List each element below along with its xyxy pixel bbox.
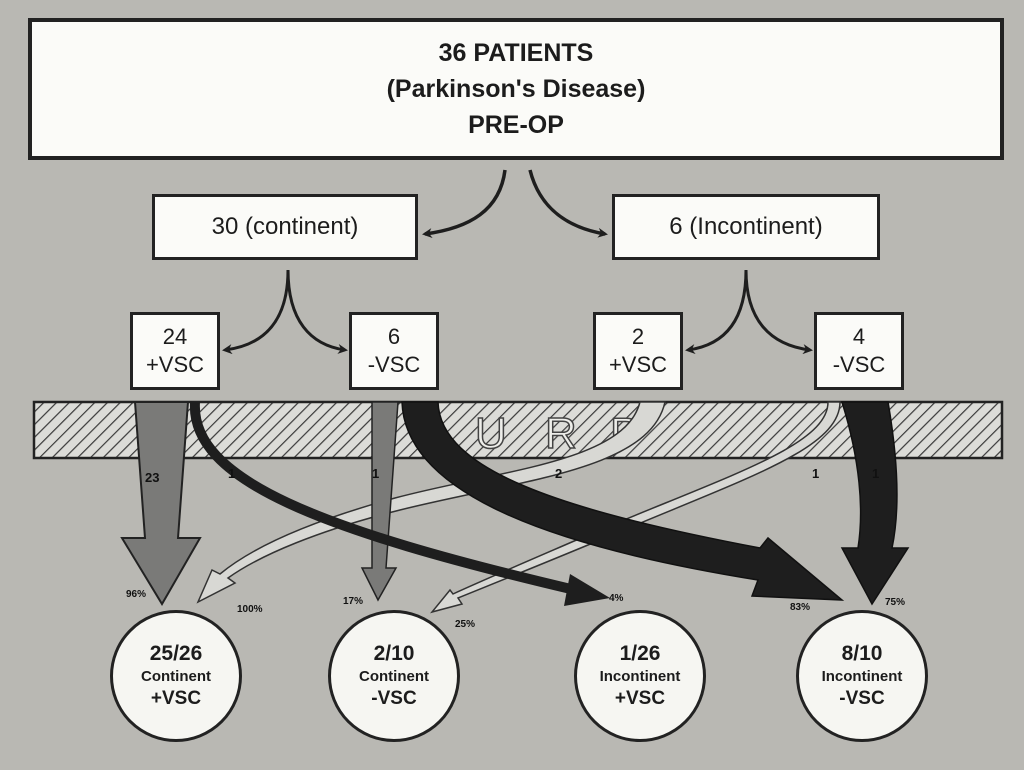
flow-arrow-light-small bbox=[429, 401, 841, 614]
subgroup-count: 24 bbox=[162, 324, 188, 349]
outcome-circle-continent-vsc-neg: 2/10 Continent -VSC bbox=[328, 610, 460, 742]
subgroup-label: +VSC bbox=[608, 352, 668, 377]
connector-continent-vsc-pos bbox=[222, 269, 290, 355]
outcome-vsc: -VSC bbox=[371, 688, 417, 709]
group-label-incontinent: 6 (Incontinent) bbox=[669, 213, 823, 240]
outcome-fraction: 8/10 bbox=[841, 642, 883, 665]
pct-label-96: 96% bbox=[126, 589, 146, 600]
subgroup-box-incontinent-vsc-pos: 2 +VSC bbox=[593, 312, 683, 390]
pct-label-75: 75% bbox=[885, 597, 905, 608]
outcome-vsc: -VSC bbox=[839, 688, 885, 709]
subgroup-count: 4 bbox=[852, 324, 866, 349]
subgroup-count: 2 bbox=[631, 324, 645, 349]
pct-label-4: 4% bbox=[609, 593, 624, 604]
subgroup-label: +VSC bbox=[145, 352, 205, 377]
connector-to-incontinent bbox=[528, 169, 608, 238]
connector-to-continent bbox=[422, 169, 507, 239]
urp-letter-r: R bbox=[545, 409, 579, 458]
outcome-fraction: 1/26 bbox=[619, 642, 661, 665]
pct-label-100: 100% bbox=[237, 604, 263, 615]
group-label-continent: 30 (continent) bbox=[211, 213, 359, 240]
count-label-23: 23 bbox=[145, 470, 159, 485]
subgroup-box-continent-vsc-pos: 24 +VSC bbox=[130, 312, 220, 390]
outcome-circle-continent-vsc-pos: 25/26 Continent +VSC bbox=[110, 610, 242, 742]
subgroup-count: 6 bbox=[387, 324, 401, 349]
urp-letter-u: U bbox=[475, 409, 509, 458]
connector-incontinent-vsc-neg bbox=[744, 269, 813, 355]
flow-arrow-medium-large bbox=[120, 401, 202, 606]
flow-arrow-light-large bbox=[196, 401, 666, 604]
outcome-circle-incontinent-vsc-pos: 1/26 Incontinent +VSC bbox=[574, 610, 706, 742]
flow-arrow-dark-thin-head bbox=[564, 574, 610, 606]
outcome-status: Continent bbox=[141, 668, 211, 685]
header-box: 36 PATIENTS (Parkinson's Disease) PRE-OP bbox=[28, 18, 1004, 160]
header-phase: PRE-OP bbox=[468, 111, 564, 139]
flow-arrow-medium-small bbox=[360, 401, 399, 602]
count-label-1a: 1 bbox=[228, 466, 235, 481]
flow-arrow-dark-right bbox=[840, 401, 910, 606]
outcome-fraction: 25/26 bbox=[149, 642, 203, 665]
pct-label-17: 17% bbox=[343, 596, 363, 607]
flow-arrow-dark-thin bbox=[189, 401, 577, 595]
count-label-1d: 1 bbox=[872, 466, 879, 481]
subgroup-box-continent-vsc-neg: 6 -VSC bbox=[349, 312, 439, 390]
subgroup-label: -VSC bbox=[367, 352, 421, 377]
outcome-status: Incontinent bbox=[821, 668, 903, 685]
outcome-status: Incontinent bbox=[599, 668, 681, 685]
header-subtitle: (Parkinson's Disease) bbox=[386, 75, 646, 103]
count-label-1c: 1 bbox=[812, 466, 819, 481]
flow-arrow-dark-thick bbox=[401, 401, 845, 601]
subgroup-label: -VSC bbox=[832, 352, 886, 377]
pct-label-25: 25% bbox=[455, 619, 475, 630]
subgroup-box-incontinent-vsc-neg: 4 -VSC bbox=[814, 312, 904, 390]
count-label-2: 2 bbox=[555, 466, 562, 481]
outcome-circle-incontinent-vsc-neg: 8/10 Incontinent -VSC bbox=[796, 610, 928, 742]
header-title: 36 PATIENTS bbox=[438, 39, 594, 67]
group-box-continent: 30 (continent) bbox=[152, 194, 418, 260]
outcome-status: Continent bbox=[359, 668, 429, 685]
outcome-vsc: +VSC bbox=[150, 688, 202, 709]
outcome-vsc: +VSC bbox=[614, 688, 666, 709]
outcome-fraction: 2/10 bbox=[373, 642, 415, 665]
count-label-1b: 1 bbox=[372, 466, 379, 481]
connector-continent-vsc-neg bbox=[286, 269, 348, 354]
pct-label-83: 83% bbox=[790, 602, 810, 613]
group-box-incontinent: 6 (Incontinent) bbox=[612, 194, 880, 260]
connector-incontinent-vsc-pos bbox=[685, 269, 748, 355]
